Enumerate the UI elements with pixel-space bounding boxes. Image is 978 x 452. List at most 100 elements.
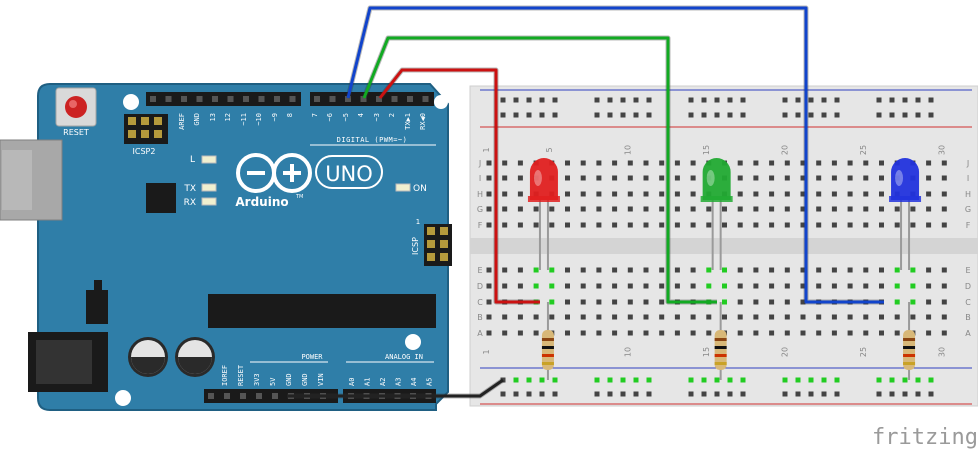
analog-pin-label: A2 [379, 378, 387, 386]
reset-button[interactable] [55, 87, 97, 127]
rail-hole [513, 97, 519, 103]
column-number-top: 20 [780, 145, 789, 155]
breadboard-hole [674, 206, 680, 212]
uno-badge [315, 155, 383, 189]
breadboard-hole [549, 267, 555, 273]
breadboard-hole [674, 175, 680, 181]
breadboard-hole [627, 160, 633, 166]
breadboard-hole [769, 160, 775, 166]
digital-pin-label: 8 [286, 113, 294, 117]
rail-hole [607, 112, 613, 118]
breadboard-hole [863, 283, 869, 289]
green-wire [361, 35, 717, 305]
breadboard-hole [643, 314, 649, 320]
breadboard-hole [627, 175, 633, 181]
breadboard-holes [486, 97, 947, 397]
rail-hole [688, 97, 694, 103]
mounting-hole [405, 334, 421, 350]
breadboard-hole [659, 283, 665, 289]
breadboard-hole [722, 299, 727, 305]
breadboard-hole [784, 206, 790, 212]
rail-hole [808, 391, 814, 397]
rail-hole [740, 112, 746, 118]
breadboard-hole [816, 191, 822, 197]
breadboard-hole [690, 175, 696, 181]
rail-hole [513, 112, 519, 118]
breadboard-hole [800, 222, 806, 228]
breadboard-hole [533, 206, 539, 212]
breadboard-hole [879, 206, 884, 212]
breadboard-hole [941, 330, 947, 336]
power-pin-label: GND [301, 373, 309, 386]
breadboard-hole [847, 160, 853, 166]
digital-pin-sockets [150, 96, 429, 102]
digital-header-right [310, 92, 434, 106]
breadboard-hole [879, 330, 884, 336]
breadboard-hole [596, 191, 602, 197]
mounting-hole [115, 390, 131, 406]
pin-socket [345, 96, 351, 102]
rail-hole [821, 97, 827, 103]
header-pin [440, 253, 448, 261]
rail-hole [688, 377, 694, 383]
breadboard-hole [863, 206, 869, 212]
pin-socket [391, 96, 398, 102]
rail-hole [607, 97, 613, 103]
rail-hole [740, 97, 746, 103]
digital-pin-label: ~5 [342, 113, 350, 121]
power-pin-label: 5V [269, 377, 277, 386]
icsp2-header [124, 114, 168, 144]
header-pin [440, 227, 448, 235]
power-pin-label: IOREF [221, 365, 229, 386]
breadboard-hole [941, 283, 947, 289]
breadboard-hole [627, 314, 633, 320]
rail-hole [552, 112, 558, 118]
breadboard-hole [659, 191, 665, 197]
row-letter-right: F [966, 221, 971, 230]
breadboard-hole [879, 160, 884, 166]
breadboard-hole [894, 222, 900, 228]
header-pin [128, 130, 136, 138]
led-label-rx: RX [184, 198, 196, 208]
breadboard-hole [643, 175, 649, 181]
breadboard-hole [910, 206, 916, 212]
board-pcb [37, 83, 449, 411]
breadboard-hole [737, 283, 743, 289]
breadboard-hole [486, 267, 492, 273]
digital-pin-label: RX◀0 [419, 113, 427, 130]
breadboard-hole [596, 299, 602, 305]
breadboard-hole [517, 314, 523, 320]
pin-socket [256, 393, 262, 399]
header-pin [440, 240, 448, 248]
breadboard-hole [690, 160, 696, 166]
breadboard-hole [549, 222, 555, 228]
analog-pin-label: A5 [426, 378, 434, 386]
breadboard-hole [643, 283, 649, 289]
breadboard-hole [831, 191, 837, 197]
rail-hole [782, 391, 788, 397]
rail-hole [620, 112, 626, 118]
breadboard-hole [910, 314, 916, 320]
breadboard-hole [612, 283, 618, 289]
pin-socket [314, 96, 320, 102]
column-number-bottom: 20 [780, 347, 789, 357]
pin-socket [274, 96, 280, 102]
breadboard-hole [863, 160, 869, 166]
rail-hole [701, 377, 707, 383]
digital-pin-label: 4 [357, 113, 365, 117]
rail-hole [727, 112, 733, 118]
breadboard-hole [627, 283, 633, 289]
rail-hole [552, 391, 558, 397]
breadboard-hole [737, 191, 743, 197]
breadboard-hole [926, 191, 932, 197]
power-header [204, 389, 338, 403]
breadboard-hole [659, 160, 665, 166]
breadboard-hole [612, 191, 618, 197]
rail-hole [795, 112, 801, 118]
breadboard-hole [737, 160, 743, 166]
rail-hole [500, 112, 506, 118]
pin-socket [181, 96, 187, 102]
breadboard-hole [643, 299, 649, 305]
breadboard-hole [612, 330, 618, 336]
row-letter-left: D [477, 282, 483, 291]
